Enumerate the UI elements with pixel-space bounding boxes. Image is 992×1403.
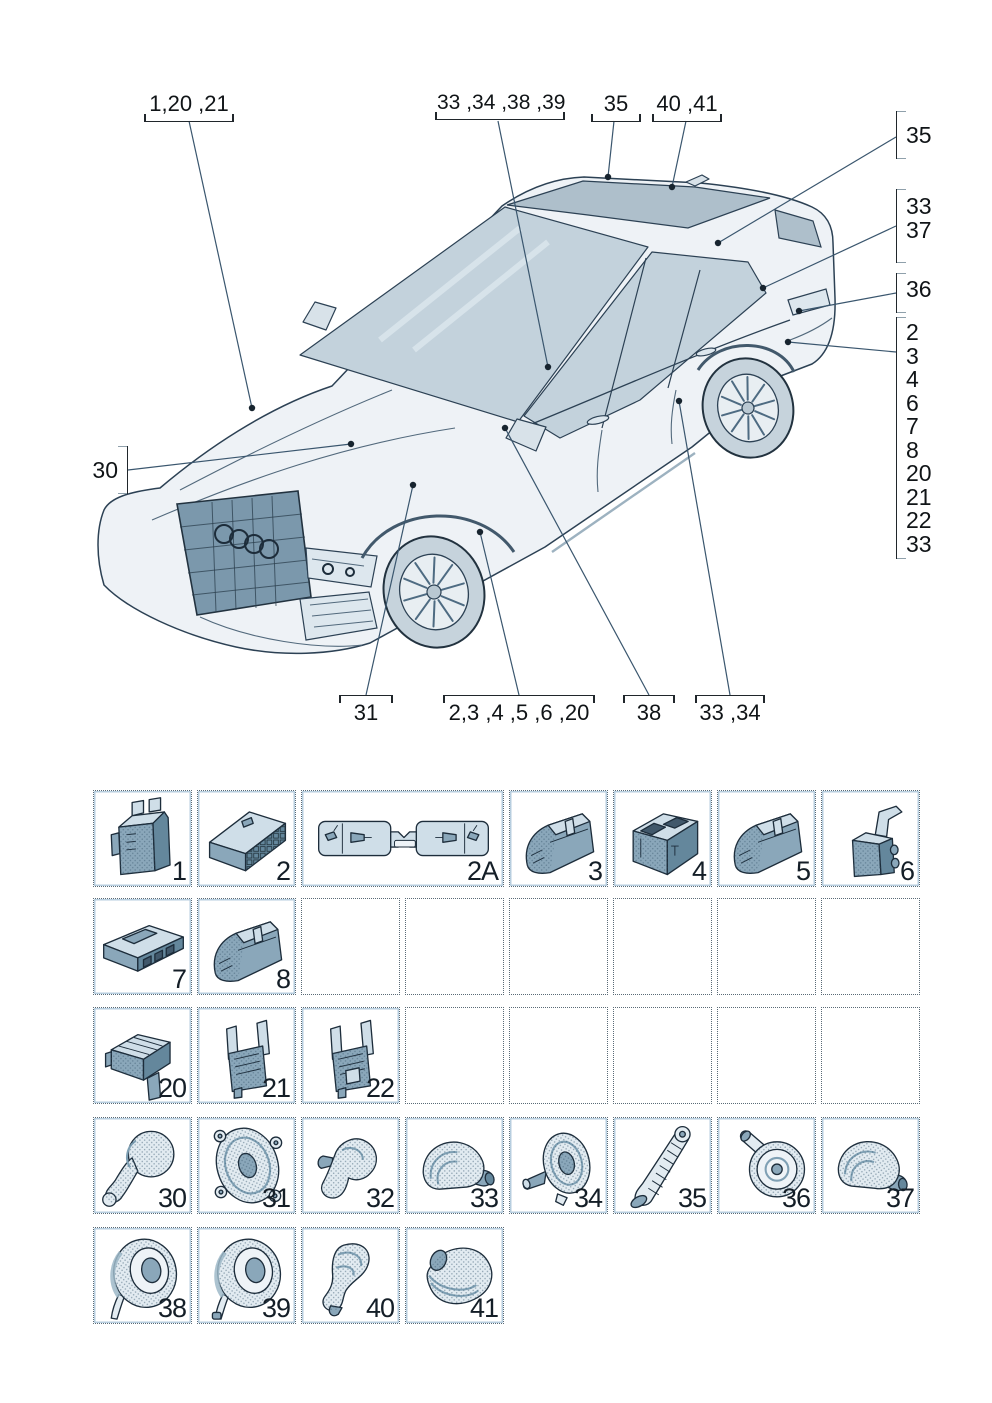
parts-row-4: 30 31 32 33 34 35 36 37 <box>93 1117 920 1214</box>
part-number: 8 <box>275 964 291 994</box>
empty-cell <box>717 898 816 995</box>
part-cell-1[interactable]: 1 <box>93 790 192 887</box>
part-cell-32[interactable]: 32 <box>301 1117 400 1214</box>
part-cell-22[interactable]: 22 <box>301 1007 400 1104</box>
leader-lines <box>127 120 897 696</box>
part-number: 2 <box>275 856 291 886</box>
empty-cell <box>509 898 608 995</box>
part-cell-34[interactable]: 34 <box>509 1117 608 1214</box>
empty-cell <box>821 1007 920 1104</box>
part-number: 1 <box>171 856 187 886</box>
part-cell-2[interactable]: 2 <box>197 790 296 887</box>
empty-cell <box>821 898 920 995</box>
part-cell-20[interactable]: 20 <box>93 1007 192 1104</box>
callout-stack-8[interactable]: 8 <box>906 436 919 463</box>
callout-bottom-31[interactable]: 31 <box>339 695 393 727</box>
part-number: 30 <box>157 1183 187 1213</box>
callout-bottom-2-3-4-5-6-20[interactable]: 2,3 ,4 ,5 ,6 ,20 <box>443 695 595 727</box>
part-number: 36 <box>781 1183 811 1213</box>
callout-stack-33[interactable]: 33 <box>906 530 932 557</box>
part-number: 2A <box>466 856 499 886</box>
part-number: 34 <box>573 1183 603 1213</box>
part-number: 38 <box>157 1293 187 1323</box>
part-cell-3[interactable]: 3 <box>509 790 608 887</box>
part-cell-31[interactable]: 31 <box>197 1117 296 1214</box>
part-number: 3 <box>587 856 603 886</box>
callout-roof-rear-40-41[interactable]: 40 ,41 <box>652 90 722 122</box>
part-number: 33 <box>469 1183 499 1213</box>
part-cell-40[interactable]: 40 <box>301 1227 400 1324</box>
part-number: 40 <box>365 1293 395 1323</box>
parts-row-1: 1 2 2A 3 4 5 6 <box>93 790 920 887</box>
callout-side-37[interactable]: 37 <box>906 216 932 243</box>
part-cell-6[interactable]: 6 <box>821 790 920 887</box>
part-number: 35 <box>677 1183 707 1213</box>
parts-row-2: 7 8 <box>93 898 920 995</box>
empty-cell <box>613 898 712 995</box>
part-number: 6 <box>899 856 915 886</box>
parts-row-3: 20 21 22 <box>93 1007 920 1104</box>
part-cell-33[interactable]: 33 <box>405 1117 504 1214</box>
empty-cell <box>405 898 504 995</box>
callout-bottom-38[interactable]: 38 <box>623 695 675 727</box>
callout-side-36[interactable]: 36 <box>896 273 942 314</box>
part-number: 4 <box>691 856 707 886</box>
part-cell-38[interactable]: 38 <box>93 1227 192 1324</box>
leader-dots <box>248 173 803 536</box>
callout-stack-20[interactable]: 20 <box>906 460 932 486</box>
empty-cell <box>717 1007 816 1104</box>
callout-hood-30[interactable]: 30 <box>86 446 128 495</box>
callout-side-35[interactable]: 35 <box>896 111 942 160</box>
part-cell-39[interactable]: 39 <box>197 1227 296 1324</box>
part-cell-30[interactable]: 30 <box>93 1117 192 1214</box>
callout-roof-35[interactable]: 35 <box>591 90 641 122</box>
part-cell-4[interactable]: 4 <box>613 790 712 887</box>
parts-grid: 1 2 2A 3 4 5 6 7 <box>93 790 925 1330</box>
callout-stack-6[interactable]: 6 <box>906 389 919 416</box>
part-cell-5[interactable]: 5 <box>717 790 816 887</box>
callout-side-stack[interactable]: 2 3 4 6 7 8 20 21 22 33 <box>896 317 944 559</box>
callout-side-33-37[interactable]: 33 37 <box>896 189 942 264</box>
part-number: 22 <box>365 1073 395 1103</box>
part-cell-7[interactable]: 7 <box>93 898 192 995</box>
part-number: 7 <box>171 964 187 994</box>
empty-cell <box>405 1007 504 1104</box>
callout-side-33[interactable]: 33 <box>906 193 932 219</box>
part-number: 39 <box>261 1293 291 1323</box>
part-cell-35[interactable]: 35 <box>613 1117 712 1214</box>
part-cell-21[interactable]: 21 <box>197 1007 296 1104</box>
vehicle-diagram <box>97 120 897 696</box>
empty-cell <box>301 898 400 995</box>
empty-cell <box>509 1007 608 1104</box>
callout-stack-22[interactable]: 22 <box>906 507 932 533</box>
callout-stack-2[interactable]: 2 <box>906 319 919 345</box>
callout-stack-7[interactable]: 7 <box>906 413 919 439</box>
part-number: 31 <box>261 1183 291 1213</box>
empty-cell <box>613 1007 712 1104</box>
part-cell-36[interactable]: 36 <box>717 1117 816 1214</box>
callout-stack-4[interactable]: 4 <box>906 366 919 392</box>
callout-hood-1-20-21[interactable]: 1,20 ,21 <box>144 90 234 122</box>
part-number: 21 <box>261 1073 291 1103</box>
part-cell-41[interactable]: 41 <box>405 1227 504 1324</box>
part-number: 20 <box>157 1073 187 1103</box>
callout-stack-21[interactable]: 21 <box>906 483 932 510</box>
part-number: 5 <box>795 856 811 886</box>
part-cell-37[interactable]: 37 <box>821 1117 920 1214</box>
part-number: 37 <box>885 1183 915 1213</box>
part-cell-2A[interactable]: 2A <box>301 790 504 887</box>
part-cell-8[interactable]: 8 <box>197 898 296 995</box>
parts-row-5: 38 39 40 41 <box>93 1227 504 1324</box>
callout-stack-3[interactable]: 3 <box>906 342 919 369</box>
callout-bottom-33-34[interactable]: 33 ,34 <box>695 695 765 727</box>
callout-roof-front-33-34-38-39[interactable]: 33 ,34 ,38 ,39 <box>435 90 565 121</box>
part-number: 32 <box>365 1183 395 1213</box>
part-number: 41 <box>469 1293 499 1323</box>
